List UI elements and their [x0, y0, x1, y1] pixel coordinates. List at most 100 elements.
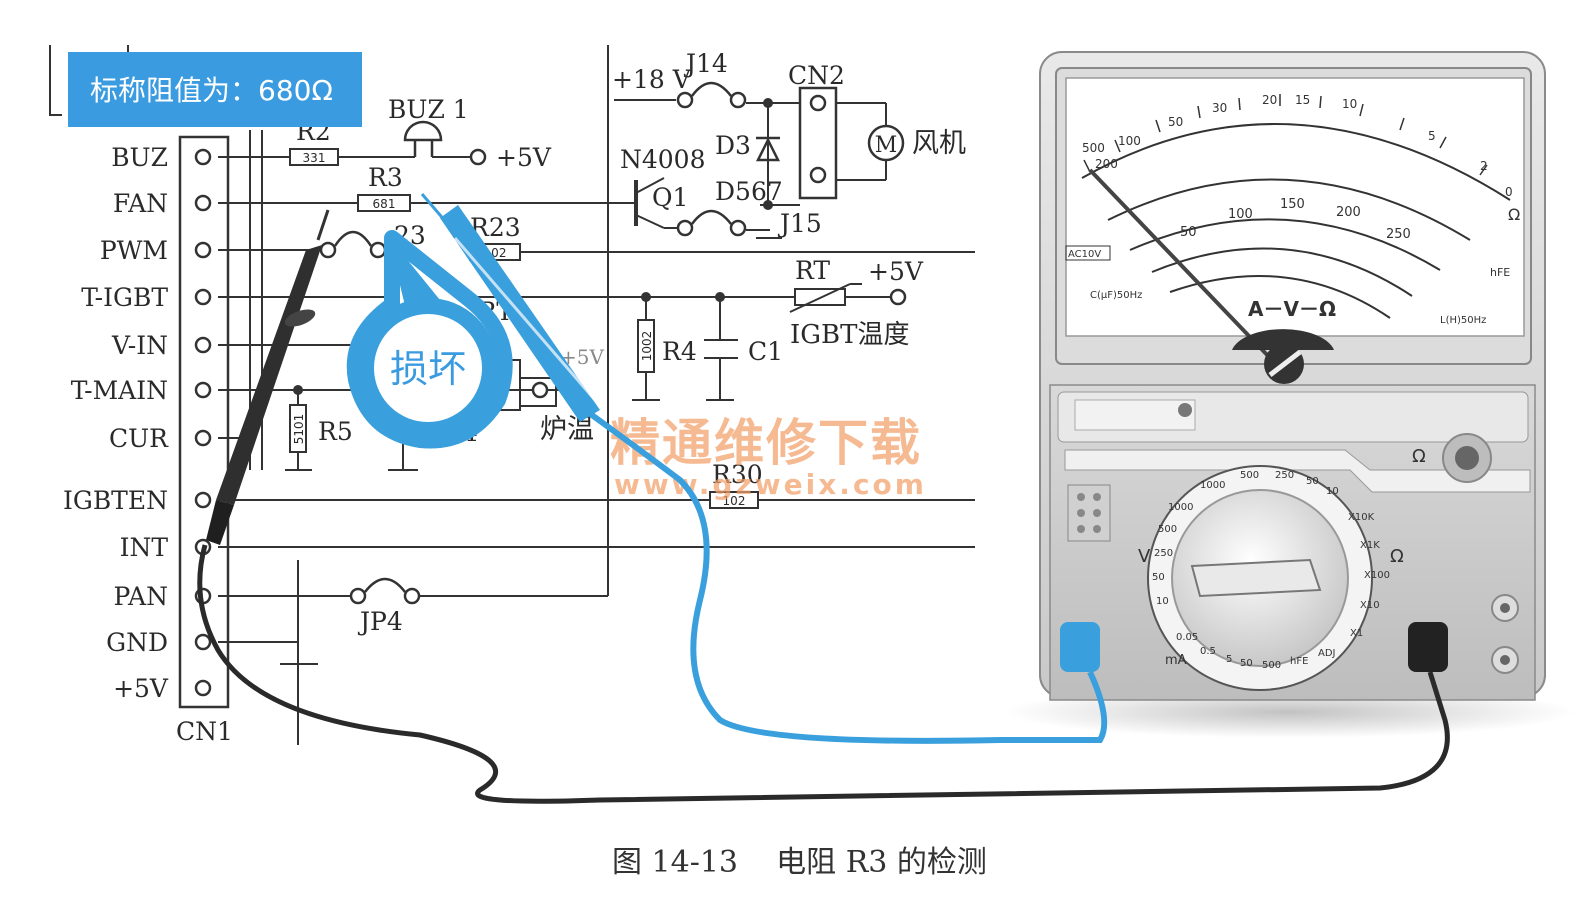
pin-label-gnd: GND — [106, 628, 168, 657]
pin-label-t-igbt: T-IGBT — [81, 283, 168, 312]
scale-30: 30 — [1212, 101, 1227, 115]
dial-left-500: 500 — [1158, 524, 1177, 535]
pin-label-t-main: T-MAIN — [71, 376, 168, 405]
dial-bottom-005: 0.05 — [1176, 632, 1198, 643]
mid-250: 250 — [1386, 227, 1411, 242]
red-probe[interactable] — [420, 193, 600, 422]
dial-top-250: 250 — [1275, 470, 1294, 481]
r5-label: R5 — [318, 417, 353, 446]
r4-label: R4 — [662, 337, 697, 366]
dial-left-50: 50 — [1152, 572, 1165, 583]
pin-label-cur: CUR — [109, 424, 169, 453]
dial-bottom-05: 0.5 — [1200, 646, 1216, 657]
multimeter: 500 200 100 50 30 20 15 10 5 2 0 50 100 … — [1039, 51, 1546, 701]
scale-500: 500 — [1082, 141, 1105, 155]
r30-label: R30 — [712, 460, 763, 489]
cn2-label: CN2 — [788, 61, 845, 90]
watermark-url: www.gzweix.com — [614, 468, 927, 501]
dial-right-x1k: X1K — [1360, 540, 1380, 551]
dial-top-50: 50 — [1306, 476, 1319, 487]
dial-left-10: 10 — [1156, 596, 1169, 607]
inductance-label: L(H)50Hz — [1440, 315, 1486, 326]
q1-label: Q1 — [652, 183, 688, 212]
positive-jack[interactable] — [1060, 622, 1100, 672]
r2-code: 331 — [303, 151, 326, 165]
scale-15: 15 — [1295, 93, 1310, 107]
pin-label-pwm: PWM — [100, 236, 168, 265]
scale-50: 50 — [1168, 115, 1183, 129]
connector-label: CN1 — [176, 717, 233, 746]
dial-right-x1: X1 — [1350, 628, 1363, 639]
scale-200: 200 — [1095, 157, 1118, 171]
watermark: 精通维修下载 www.gzweix.com — [610, 414, 927, 501]
pin-label-buz: BUZ — [111, 143, 168, 172]
pin-label-int: INT — [120, 533, 169, 562]
face-ohm-symbol: Ω — [1508, 205, 1520, 224]
dial-bottom-50: 50 — [1240, 658, 1253, 669]
scale-10: 10 — [1342, 97, 1357, 111]
nominal-value-text: 标称阻值为：680Ω — [90, 74, 333, 107]
pin-label-plus5v: +5V — [113, 674, 169, 703]
dial-v-label: V — [1138, 546, 1151, 567]
adjust-ohm-symbol: Ω — [1412, 446, 1426, 467]
j14-label: J14 — [683, 49, 728, 78]
dial-ohm-label: Ω — [1390, 546, 1404, 567]
pin-label-v-in: V-IN — [111, 331, 168, 360]
dial-bottom-5: 5 — [1226, 654, 1232, 665]
face-label: A－V－Ω — [1248, 297, 1336, 321]
dial-left-250: 250 — [1154, 548, 1173, 559]
dial-top-10: 10 — [1326, 486, 1339, 497]
pin-label-igbten: IGBTEN — [63, 486, 168, 515]
nominal-value-callout: 标称阻值为：680Ω — [68, 52, 362, 127]
plus18v-label: +18 V — [612, 65, 692, 94]
hfe-scale-label: hFE — [1490, 266, 1510, 279]
dial-bottom-adj: ADJ — [1318, 648, 1336, 659]
buzzer-symbol — [403, 120, 443, 157]
r3-label: R3 — [368, 163, 403, 192]
r5-code: 5101 — [292, 414, 306, 445]
j15-label: J15 — [777, 209, 822, 238]
scale-5: 5 — [1428, 129, 1436, 143]
c1-label: C1 — [748, 337, 783, 366]
cap-label: C(μF)50Hz — [1090, 290, 1142, 301]
dial-bottom-500: 500 — [1262, 660, 1281, 671]
mid-50: 50 — [1180, 225, 1197, 240]
scale-100: 100 — [1118, 134, 1141, 148]
diode-d3 — [755, 136, 781, 162]
buz1-label: BUZ 1 — [388, 95, 469, 124]
mid-200: 200 — [1336, 205, 1361, 220]
r30-code: 102 — [723, 494, 746, 508]
black-probe[interactable] — [206, 209, 330, 545]
dial-top-500: 500 — [1240, 470, 1259, 481]
r4-code: 1002 — [640, 331, 654, 362]
rt-plus5v-label: +5V — [868, 257, 924, 286]
common-jack[interactable] — [1408, 622, 1448, 672]
cn2-connector — [798, 86, 838, 200]
dial-bottom-hfe: hFE — [1290, 656, 1308, 667]
figure-caption: 图 14-13 电阻 R3 的检测 — [612, 845, 987, 880]
dial-right-x10k: X10K — [1348, 512, 1375, 523]
pin-label-pan: PAN — [114, 582, 168, 611]
jp4-label: JP4 — [357, 607, 403, 636]
n4008-label: N4008 — [620, 145, 706, 174]
plus5v-label: +5V — [496, 143, 552, 172]
r3-code: 681 — [373, 197, 396, 211]
igbt-temp-label: IGBT温度 — [790, 320, 910, 350]
damaged-callout: 损坏 — [346, 230, 513, 449]
watermark-text: 精通维修下载 — [610, 414, 922, 472]
dial-top-1000: 1000 — [1200, 480, 1225, 491]
ac10v-label: AC10V — [1068, 249, 1101, 260]
d567-label: D567 — [715, 177, 783, 206]
meter-needle — [1088, 168, 1274, 362]
pin-label-fan: FAN — [113, 189, 168, 218]
red-lead-cable — [583, 407, 1108, 744]
motor-letter: M — [875, 133, 898, 158]
mid-100: 100 — [1228, 207, 1253, 222]
scale-0: 0 — [1505, 185, 1513, 199]
dial-pointer[interactable] — [1190, 558, 1322, 598]
dial-ma-label: mA — [1165, 653, 1187, 668]
fan-label: 风机 — [912, 128, 966, 159]
dial-right-x10: X10 — [1360, 600, 1380, 611]
fan-motor-symbol: M — [867, 124, 905, 162]
